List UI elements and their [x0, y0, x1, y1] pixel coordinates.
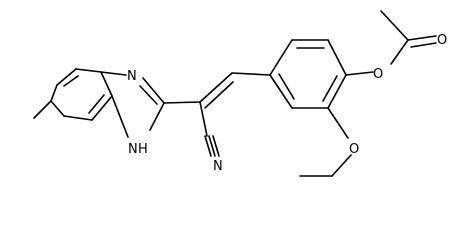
- bond: [75, 68, 102, 73]
- bond: [100, 71, 113, 97]
- double-bond: [139, 85, 158, 105]
- oxygen-ether-label: O: [349, 142, 359, 157]
- triple-bond: [212, 135, 220, 157]
- triple-bond: [208, 135, 216, 157]
- vinyl-nitrile: [163, 72, 234, 157]
- bond: [163, 101, 201, 104]
- bond: [231, 72, 271, 76]
- double-bond: [322, 75, 338, 102]
- benzene-ring-fused: [50, 68, 113, 121]
- oxygen-ester-label: O: [373, 67, 383, 82]
- double-bond: [407, 35, 437, 41]
- double-bond: [204, 81, 234, 109]
- oxygen-carbonyl-label: O: [437, 33, 447, 48]
- methyl-bond: [33, 100, 52, 119]
- chemical-structure: N N H N O O O: [33, 10, 447, 177]
- bond: [50, 84, 58, 102]
- bond: [199, 101, 208, 137]
- double-bond: [410, 42, 437, 48]
- bond: [327, 39, 347, 76]
- bond: [331, 154, 352, 177]
- bond: [345, 71, 374, 76]
- bond: [50, 100, 65, 117]
- triple-bond: [204, 135, 212, 157]
- bond: [380, 10, 409, 41]
- bond: [63, 115, 93, 121]
- ethoxy-group: [299, 107, 352, 177]
- nitrogen-nitrile-label: N: [213, 159, 223, 174]
- bond: [327, 107, 349, 139]
- benzene-ring-substituted: [231, 39, 347, 109]
- double-bond: [278, 73, 295, 100]
- imidazole-ring: [100, 71, 165, 138]
- acetate-group: [345, 10, 437, 76]
- bond: [142, 77, 165, 104]
- bond: [269, 39, 293, 76]
- bond: [327, 74, 347, 109]
- double-bond: [88, 94, 105, 114]
- bond: [390, 39, 409, 65]
- double-bond: [199, 72, 233, 103]
- bond: [91, 95, 113, 121]
- nitrogen-nh-label: N: [128, 142, 138, 157]
- hydrogen-nh-label: H: [138, 142, 148, 157]
- double-bond: [63, 75, 79, 87]
- bond: [100, 71, 127, 76]
- bond: [269, 74, 293, 109]
- nitrogen-imine-label: N: [127, 69, 137, 84]
- bond: [149, 102, 165, 131]
- bond: [111, 95, 129, 138]
- bond: [56, 68, 77, 86]
